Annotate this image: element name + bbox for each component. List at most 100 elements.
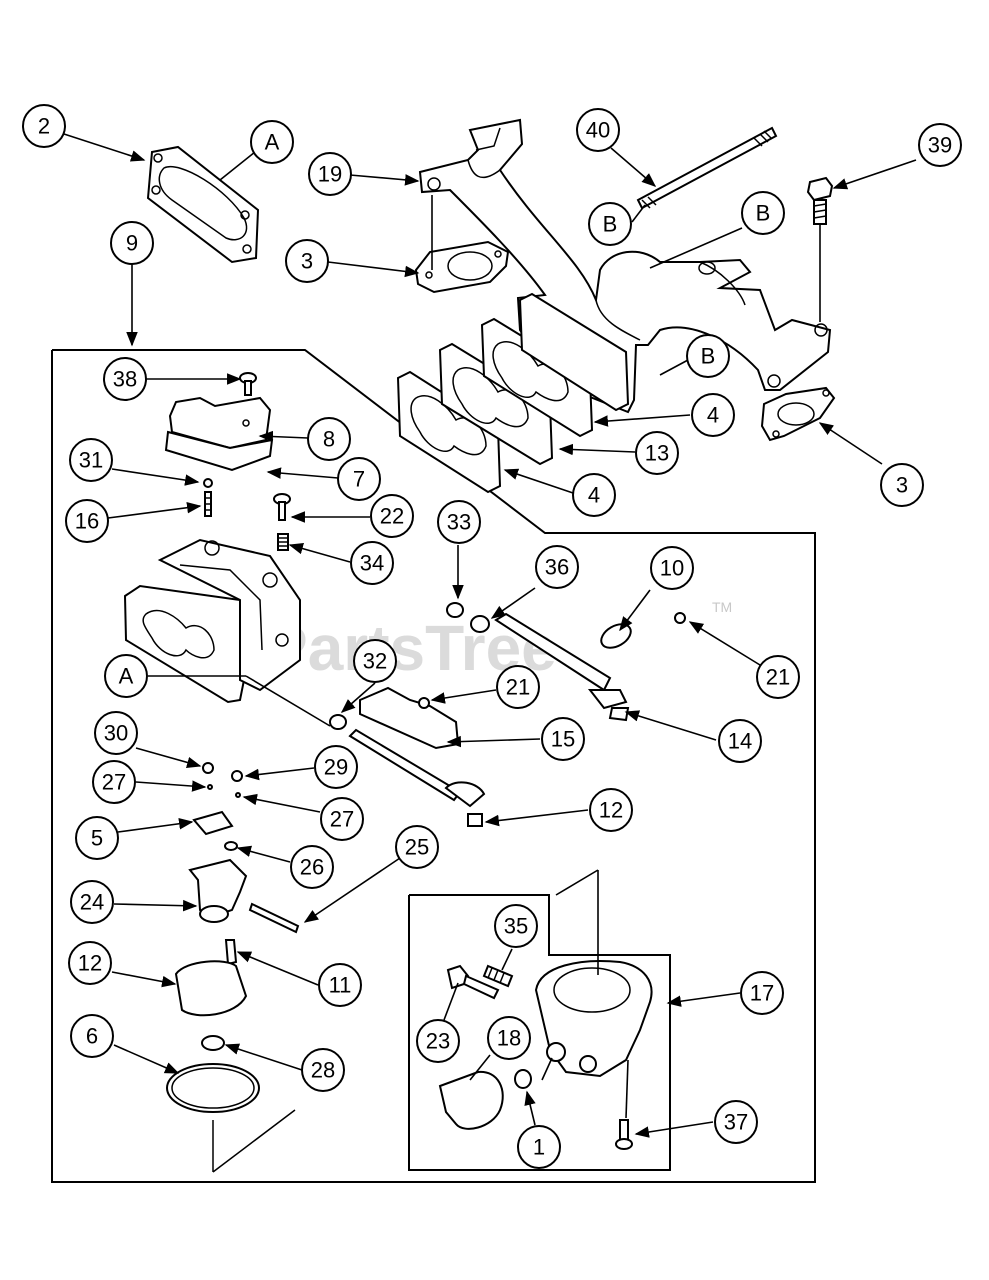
screw-38 bbox=[239, 372, 257, 396]
callout-24: 24 bbox=[70, 880, 114, 924]
callout-27-right: 27 bbox=[320, 797, 364, 841]
svg-text:6: 6 bbox=[86, 1024, 98, 1049]
callout-26: 26 bbox=[290, 845, 334, 889]
svg-text:25: 25 bbox=[405, 835, 429, 860]
callout-b-upper: B bbox=[741, 191, 785, 235]
svg-text:19: 19 bbox=[318, 162, 342, 187]
svg-text:3: 3 bbox=[301, 249, 313, 274]
svg-text:21: 21 bbox=[766, 665, 790, 690]
svg-text:13: 13 bbox=[645, 441, 669, 466]
svg-text:21: 21 bbox=[506, 675, 530, 700]
svg-text:1: 1 bbox=[533, 1135, 545, 1160]
callout-38: 38 bbox=[103, 357, 147, 401]
callout-3-right: 3 bbox=[880, 463, 924, 507]
svg-text:33: 33 bbox=[447, 510, 471, 535]
svg-text:26: 26 bbox=[300, 855, 324, 880]
callout-11: 11 bbox=[318, 963, 362, 1007]
callout-37: 37 bbox=[714, 1100, 758, 1144]
svg-text:31: 31 bbox=[79, 448, 103, 473]
callout-22: 22 bbox=[370, 494, 414, 538]
callout-20: 19 bbox=[308, 152, 352, 196]
callout-31: 31 bbox=[69, 438, 113, 482]
svg-text:A: A bbox=[119, 664, 134, 689]
callout-4-upper: 4 bbox=[691, 393, 735, 437]
svg-text:22: 22 bbox=[380, 504, 404, 529]
svg-text:27: 27 bbox=[102, 770, 126, 795]
callout-33: 33 bbox=[437, 500, 481, 544]
svg-text:4: 4 bbox=[707, 403, 719, 428]
callout-21-center: 21 bbox=[496, 665, 540, 709]
manifold-gasket-right bbox=[760, 386, 836, 442]
callout-19: 18 bbox=[487, 1016, 531, 1060]
svg-text:15: 15 bbox=[551, 727, 575, 752]
svg-text:40: 40 bbox=[586, 118, 610, 143]
callout-13: 12 bbox=[589, 788, 633, 832]
callout-21-right: 21 bbox=[756, 655, 800, 699]
gasket-a bbox=[146, 145, 260, 264]
callout-16: 15 bbox=[541, 717, 585, 761]
callout-25: 25 bbox=[395, 825, 439, 869]
svg-text:29: 29 bbox=[324, 755, 348, 780]
svg-text:14: 14 bbox=[728, 729, 752, 754]
callout-34: 34 bbox=[350, 541, 394, 585]
choke-shaft-assembly bbox=[329, 686, 486, 827]
callout-1: 1 bbox=[517, 1125, 561, 1169]
svg-text:28: 28 bbox=[311, 1058, 335, 1083]
svg-text:2: 2 bbox=[38, 114, 50, 139]
svg-text:TM: TM bbox=[712, 599, 732, 615]
svg-text:17: 17 bbox=[750, 981, 774, 1006]
callout-6: 6 bbox=[70, 1014, 114, 1058]
svg-text:34: 34 bbox=[360, 551, 384, 576]
svg-text:3: 3 bbox=[896, 473, 908, 498]
stud-40 bbox=[636, 126, 778, 210]
float-assembly bbox=[166, 762, 300, 1113]
svg-text:38: 38 bbox=[113, 367, 137, 392]
svg-text:B: B bbox=[701, 344, 716, 369]
watermark: PartsTree TM bbox=[265, 599, 732, 684]
throttle-body-subassembly bbox=[438, 960, 653, 1150]
callout-a-top: A bbox=[250, 120, 294, 164]
svg-text:36: 36 bbox=[545, 555, 569, 580]
callout-40: 40 bbox=[576, 108, 620, 152]
svg-text:27: 27 bbox=[330, 807, 354, 832]
spring-34 bbox=[277, 533, 289, 551]
svg-text:24: 24 bbox=[80, 890, 104, 915]
svg-text:35: 35 bbox=[504, 914, 528, 939]
callout-12: 12 bbox=[68, 941, 112, 985]
svg-text:9: 9 bbox=[126, 231, 138, 256]
svg-text:32: 32 bbox=[363, 649, 387, 674]
svg-text:11: 11 bbox=[329, 973, 352, 998]
callout-3-left: 3 bbox=[285, 239, 329, 283]
callout-5: 5 bbox=[75, 816, 119, 860]
callout-2: 2 bbox=[22, 104, 66, 148]
callout-35: 35 bbox=[494, 904, 538, 948]
callout-15: 13 bbox=[635, 431, 679, 475]
callout-a-carb: A bbox=[104, 654, 148, 698]
svg-text:5: 5 bbox=[91, 826, 103, 851]
svg-text:B: B bbox=[756, 201, 771, 226]
svg-text:8: 8 bbox=[323, 427, 335, 452]
callout-28: 28 bbox=[301, 1048, 345, 1092]
carburetor-assembly-frame bbox=[51, 349, 816, 1183]
svg-text:A: A bbox=[265, 130, 280, 155]
callout-10: 10 bbox=[650, 546, 694, 590]
cover-plate bbox=[164, 396, 274, 472]
svg-text:12: 12 bbox=[78, 951, 102, 976]
callout-18: 16 bbox=[65, 499, 109, 543]
callout-b-stud: B bbox=[588, 202, 632, 246]
intake-manifold bbox=[418, 118, 832, 414]
spacer-gasket-stack bbox=[396, 292, 630, 494]
svg-text:18: 18 bbox=[497, 1026, 521, 1051]
callout-27-left: 27 bbox=[92, 760, 136, 804]
svg-text:37: 37 bbox=[724, 1110, 748, 1135]
svg-text:30: 30 bbox=[104, 721, 128, 746]
callout-17: 17 bbox=[740, 971, 784, 1015]
screw-22 bbox=[273, 493, 291, 521]
callout-23: 23 bbox=[416, 1019, 460, 1063]
svg-text:23: 23 bbox=[426, 1029, 450, 1054]
svg-text:7: 7 bbox=[353, 467, 365, 492]
callout-30: 30 bbox=[94, 711, 138, 755]
callout-39: 39 bbox=[918, 123, 962, 167]
svg-text:12: 12 bbox=[599, 798, 623, 823]
